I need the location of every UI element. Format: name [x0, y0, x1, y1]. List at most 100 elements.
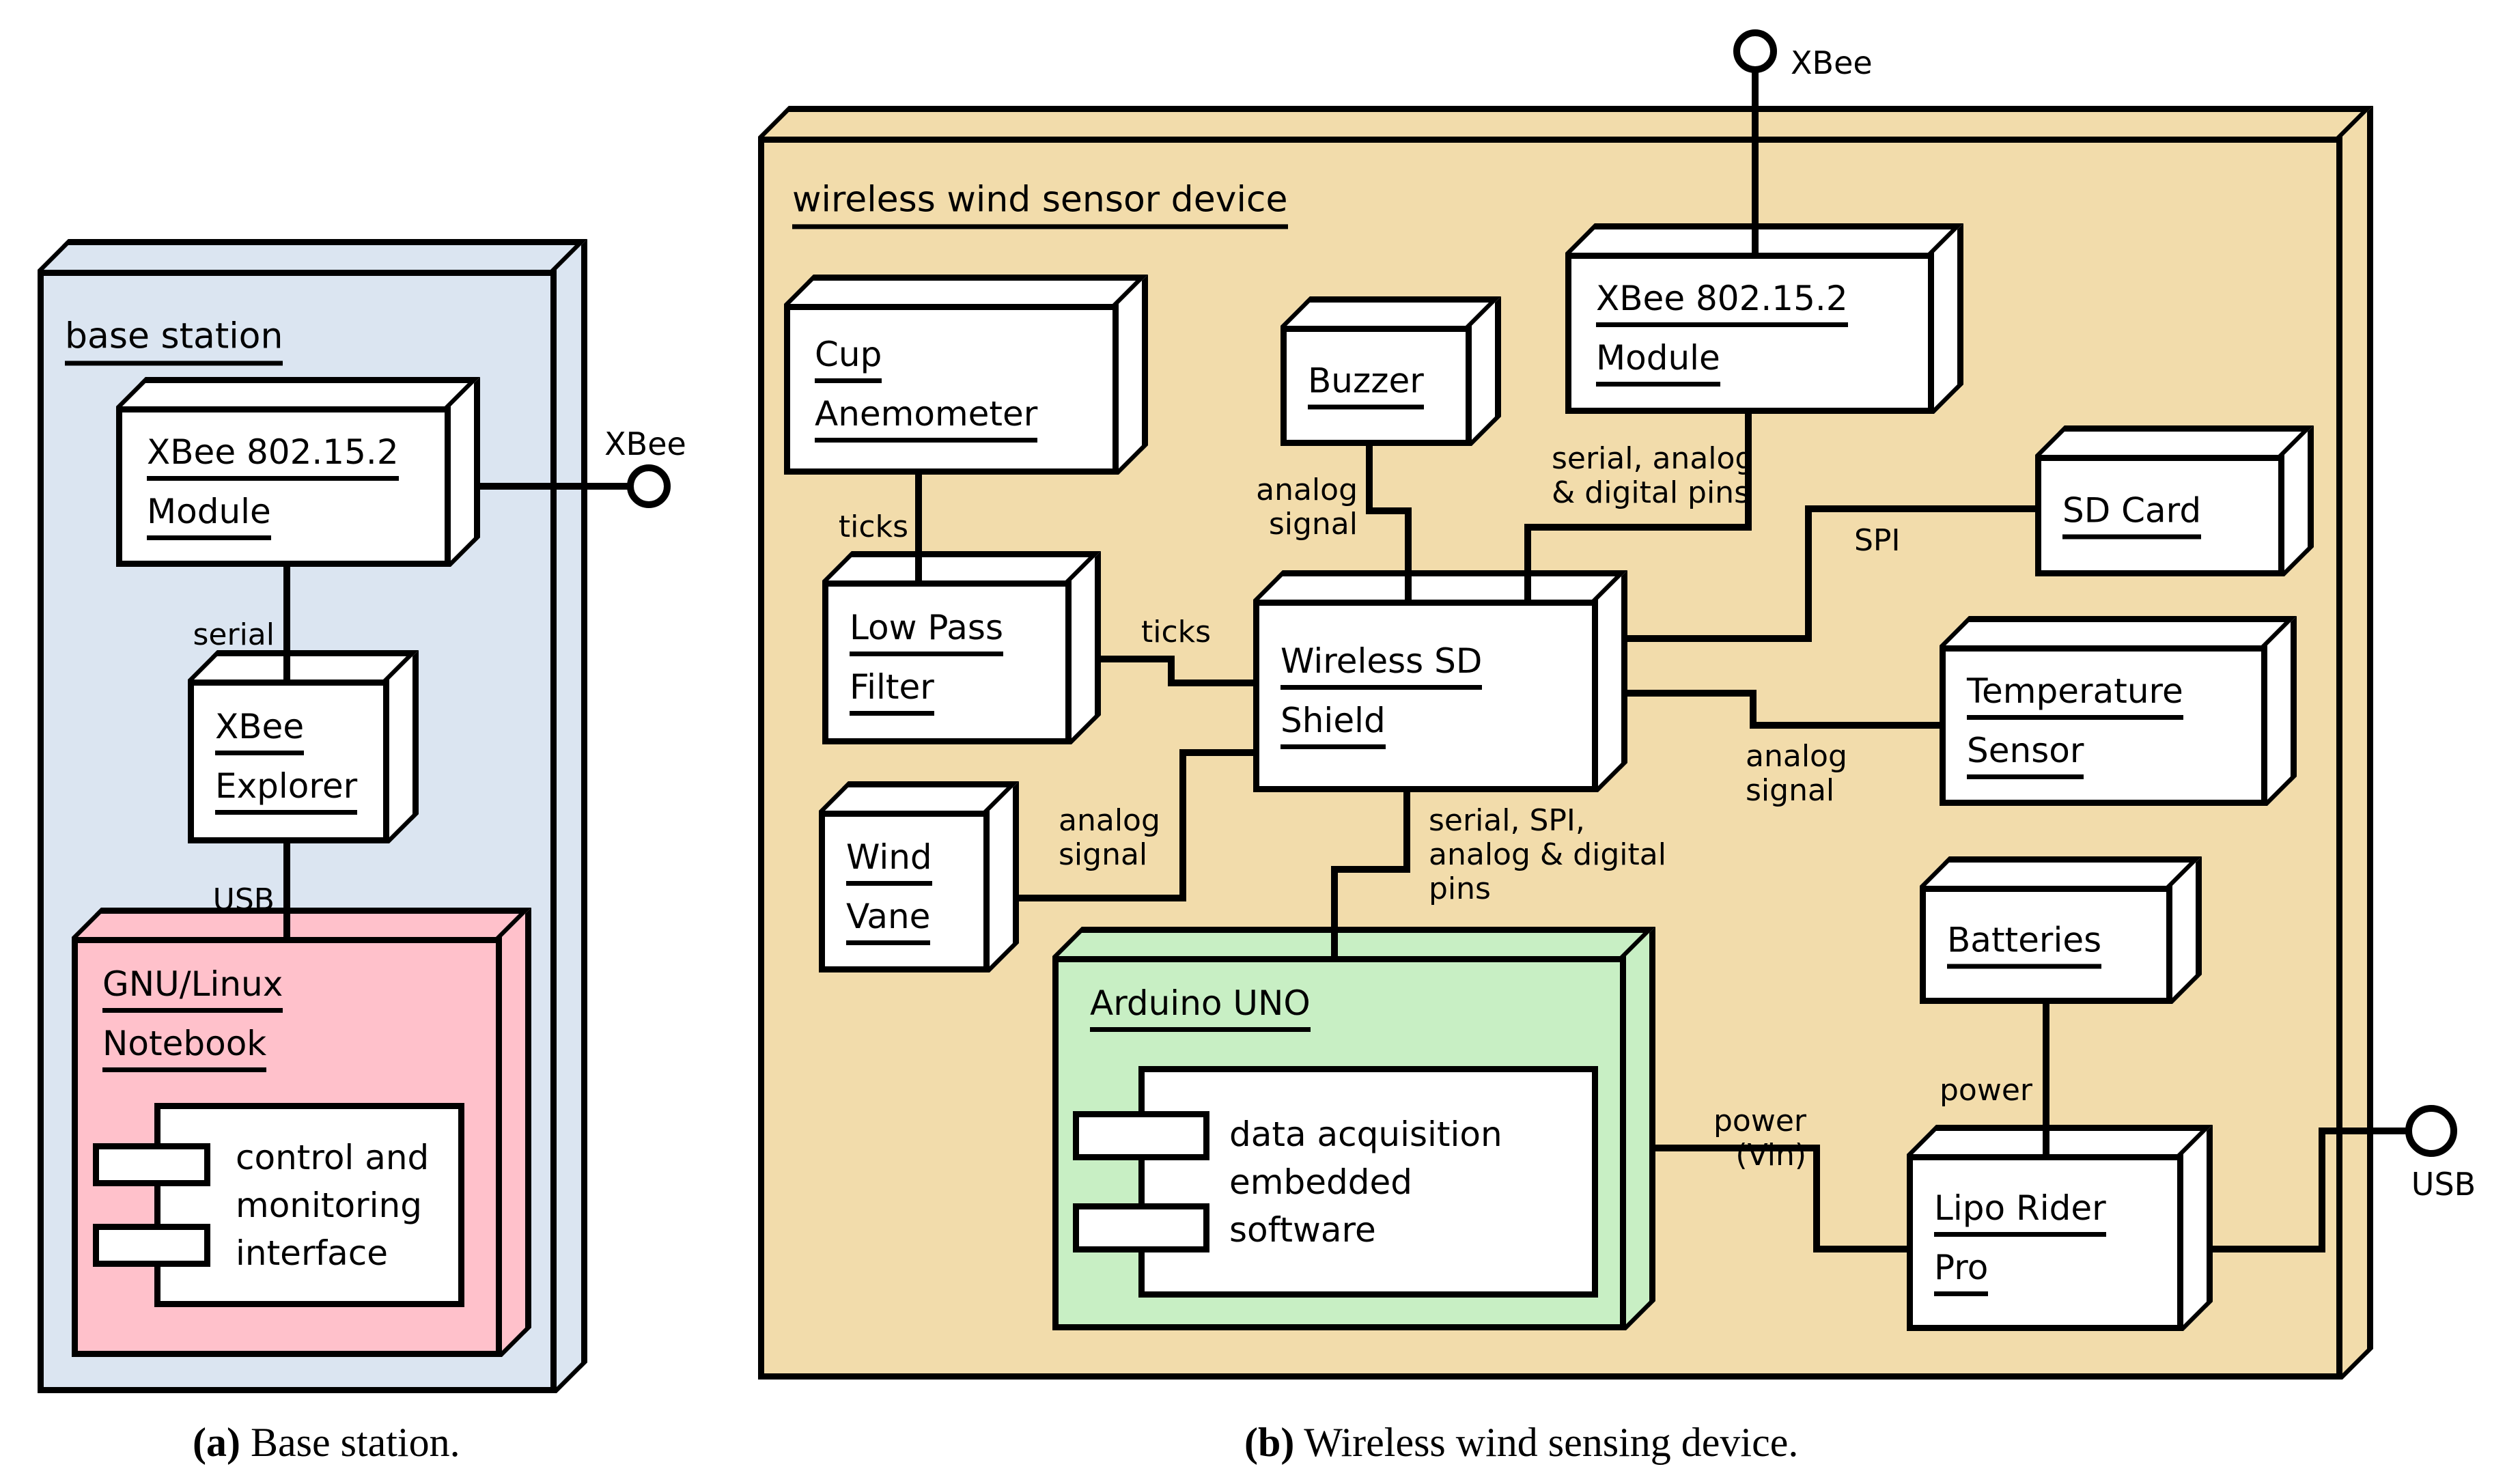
- caption-b-marker: (b): [1244, 1420, 1295, 1465]
- caption-a-text: Base station.: [250, 1420, 460, 1465]
- edge-power-vin-seg-1: [1652, 1145, 1820, 1151]
- edge-power-vin-seg-3: [1813, 1246, 1910, 1252]
- node-arduino-uno-label: Arduino UNO: [1090, 985, 1311, 1032]
- node-cup-anemometer: [784, 304, 1119, 475]
- edge-ticks-filter-shield-seg-3: [1168, 680, 1257, 686]
- node-wireless-sd-shield-top-face: [1253, 570, 1627, 600]
- base-station-container-right-face: [557, 239, 587, 1393]
- node-low-pass-filter: [822, 580, 1072, 744]
- label-device-title: wireless wind sensor device: [792, 180, 1288, 229]
- component-control-monitoring: [154, 1103, 464, 1307]
- label-xbee-a: XBee: [604, 425, 686, 462]
- node-xbee-explorer-right-face: [389, 650, 419, 843]
- node-sd-card-top-face: [2035, 425, 2314, 455]
- node-low-pass-filter-top-face: [822, 551, 1101, 580]
- edge-battery-power: [2043, 1000, 2049, 1158]
- node-xbee-module-a-right-face: [451, 377, 480, 567]
- component-data-acquisition-port-2: [1073, 1203, 1209, 1252]
- label-serial: serial: [193, 617, 275, 652]
- edge-xbee-shield-seg-3: [1524, 524, 1531, 603]
- edge-usb-lollipop-seg-2: [2319, 1128, 2325, 1252]
- edge-shield-arduino-seg-1: [1403, 789, 1410, 873]
- edge-ticks-filter-shield-seg-1: [1097, 656, 1175, 662]
- node-xbee-module-b-top-face: [1565, 223, 1963, 253]
- node-wireless-sd-shield: [1253, 600, 1598, 792]
- node-low-pass-filter-right-face: [1072, 551, 1101, 744]
- node-lipo-rider-pro-right-face: [2183, 1125, 2213, 1331]
- caption-b-text: Wireless wind sensing device.: [1304, 1420, 1799, 1465]
- node-wind-vane: [819, 811, 990, 972]
- node-batteries-top-face: [1920, 856, 2202, 886]
- node-temperature-sensor-right-face: [2267, 616, 2297, 806]
- caption-wind-device: (b) Wireless wind sensing device.: [1244, 1419, 1798, 1466]
- label-base-station-title: base station: [65, 317, 283, 366]
- edge-spi-link-seg-1: [1624, 635, 1812, 642]
- interface-xbee-a: [627, 464, 671, 508]
- node-xbee-module-b: [1565, 253, 1934, 414]
- component-data-acquisition-port-1: [1073, 1111, 1209, 1160]
- label-serial-analog-pins: serial, analog & digital pins: [1552, 441, 1754, 510]
- node-gnu-linux-notebook-right-face: [502, 908, 531, 1357]
- wind-device-container-right-face: [2342, 106, 2373, 1380]
- edge-wind-vane-shield-seg-1: [1016, 895, 1186, 901]
- edge-buzzer-shield-seg-1: [1366, 443, 1373, 514]
- node-temperature-sensor: [1940, 645, 2267, 806]
- interface-usb: [2405, 1105, 2457, 1157]
- label-serial-spi-pins: serial, SPI, analog & digital pins: [1429, 803, 1666, 906]
- label-power-vin: power (Vin): [1713, 1104, 1806, 1173]
- component-control-monitoring-port-1: [93, 1143, 210, 1186]
- edge-shield-arduino-seg-3: [1331, 866, 1338, 960]
- label-power: power: [1940, 1073, 2032, 1108]
- edge-spi-link-seg-2: [1805, 505, 1812, 642]
- caption-base-station: (a) Base station.: [193, 1419, 460, 1466]
- node-cup-anemometer-right-face: [1119, 275, 1148, 475]
- edge-xbee-stem-a: [477, 483, 630, 490]
- node-buzzer-label: Buzzer: [1308, 362, 1424, 410]
- label-spi: SPI: [1854, 523, 1901, 558]
- label-analog-signal-buzzer: analog signal: [1256, 473, 1358, 542]
- node-cup-anemometer-top-face: [784, 275, 1148, 304]
- edge-wind-vane-shield-seg-3: [1179, 749, 1257, 756]
- label-analog-signal-wind: analog signal: [1059, 803, 1160, 872]
- label-ticks-2: ticks: [1140, 615, 1212, 649]
- edge-xbee-stem-b: [1752, 70, 1759, 256]
- edge-xbee-shield-seg-2: [1524, 524, 1752, 531]
- node-arduino-uno-top-face: [1052, 927, 1655, 956]
- label-analog-signal-temp: analog signal: [1746, 739, 1847, 808]
- edge-spi-link-seg-3: [1805, 505, 2039, 512]
- label-usb-b: USB: [2411, 1166, 2476, 1203]
- node-wind-vane-top-face: [819, 781, 1019, 811]
- label-usb-a: USB: [212, 882, 275, 917]
- node-sd-card-label: SD Card: [2062, 492, 2202, 540]
- edge-temp-link-seg-2: [1750, 690, 1757, 729]
- node-xbee-module-b-right-face: [1934, 223, 1963, 414]
- edge-ticks-anemometer: [915, 471, 922, 584]
- edge-usb-link: [283, 840, 290, 940]
- edge-power-vin-seg-2: [1813, 1145, 1820, 1252]
- edge-temp-link-seg-3: [1750, 722, 1943, 729]
- label-xbee-b: XBee: [1791, 44, 1873, 81]
- node-sd-card: [2035, 455, 2284, 576]
- edge-temp-link-seg-1: [1624, 690, 1757, 697]
- node-arduino-uno-right-face: [1626, 927, 1655, 1330]
- component-data-acquisition: [1138, 1066, 1598, 1298]
- node-xbee-explorer-top-face: [188, 650, 419, 680]
- component-control-monitoring-port-2: [93, 1224, 210, 1267]
- edge-buzzer-shield-seg-2: [1366, 507, 1412, 514]
- node-wireless-sd-shield-right-face: [1598, 570, 1627, 792]
- node-buzzer-top-face: [1281, 296, 1501, 326]
- node-xbee-module-a-top-face: [116, 377, 480, 406]
- caption-a-marker: (a): [193, 1420, 240, 1465]
- edge-usb-lollipop-seg-3: [2319, 1128, 2410, 1134]
- node-lipo-rider-pro-top-face: [1907, 1125, 2213, 1154]
- edge-wind-vane-shield-seg-2: [1179, 749, 1186, 901]
- label-ticks-1: ticks: [838, 509, 908, 544]
